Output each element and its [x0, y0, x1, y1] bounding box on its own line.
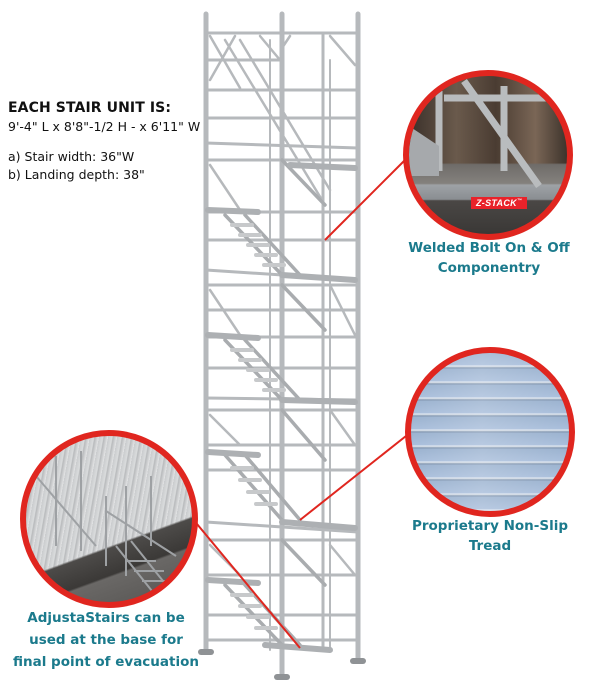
specs-landing-depth: b) Landing depth: 38" [8, 167, 145, 182]
welded-componentry-caption: Welded Bolt On & Off Componentry [408, 240, 570, 276]
non-slip-tread-photo [405, 347, 575, 517]
specs-dimensions: 9'-4" L x 8'8"-1/2 H - x 6'11" W [8, 119, 201, 134]
adjustastairs-caption: AdjustaStairs can be used at the base fo… [13, 610, 199, 670]
non-slip-tread-caption: Proprietary Non-Slip Tread [411, 518, 569, 554]
specs-stair-width: a) Stair width: 36"W [8, 149, 135, 164]
welded-componentry-photo: Z-STACK™ [403, 70, 573, 240]
adjustastairs-base-render [20, 430, 198, 608]
specs-title: EACH STAIR UNIT IS: [8, 100, 172, 116]
stair-unit-specs: EACH STAIR UNIT IS: 9'-4" L x 8'8"-1/2 H… [8, 100, 200, 184]
z-stack-badge: Z-STACK™ [471, 197, 528, 209]
